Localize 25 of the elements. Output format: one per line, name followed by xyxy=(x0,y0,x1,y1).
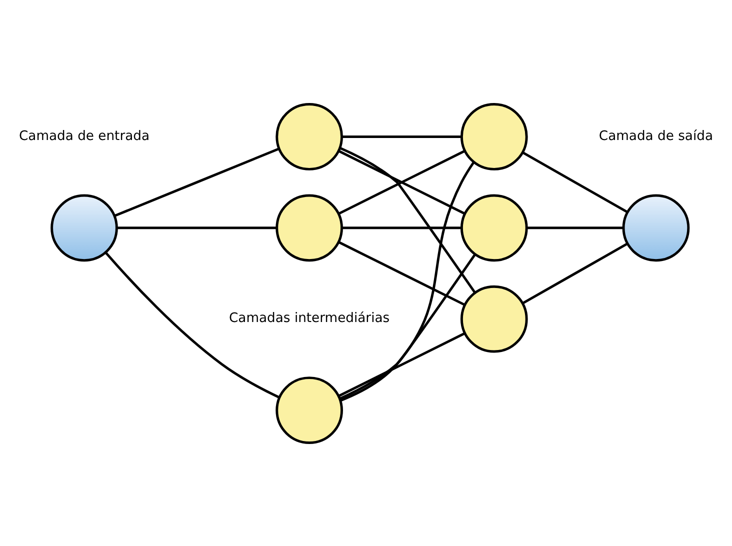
connector xyxy=(338,149,466,214)
connector xyxy=(526,226,624,229)
connector xyxy=(342,135,462,138)
connector xyxy=(339,253,476,400)
node-circle xyxy=(276,376,343,444)
connector xyxy=(340,161,475,402)
node-circle xyxy=(622,194,690,262)
node-circle xyxy=(460,194,528,262)
connector xyxy=(338,332,466,397)
node-circle xyxy=(460,102,528,170)
node-circle xyxy=(50,194,118,262)
label: Camada de saída xyxy=(598,128,713,144)
connector xyxy=(104,251,280,398)
connector xyxy=(522,151,628,213)
connector xyxy=(114,147,280,217)
connector xyxy=(338,240,466,306)
label: Camadas intermediárias xyxy=(229,310,390,326)
connector xyxy=(342,226,462,229)
connector xyxy=(116,226,277,229)
node-circle xyxy=(276,102,343,170)
connector xyxy=(522,242,628,304)
node-circle xyxy=(276,194,343,262)
connector xyxy=(339,146,476,293)
node-circle xyxy=(460,284,528,352)
label: Camada de entrada xyxy=(18,128,150,144)
